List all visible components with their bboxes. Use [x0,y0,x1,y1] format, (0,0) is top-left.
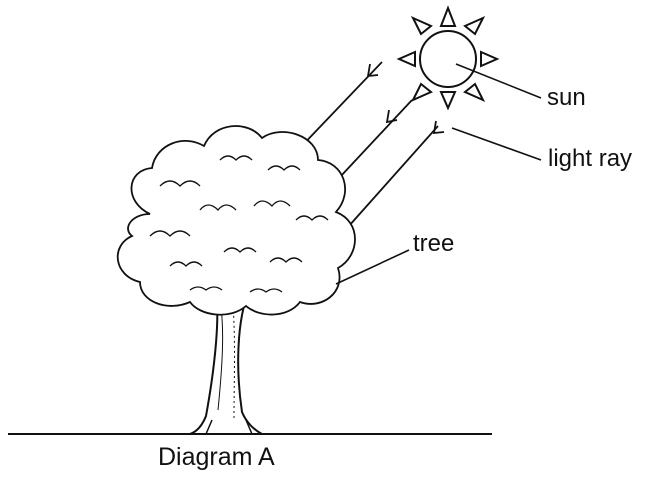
light-ray-leader-line [452,128,541,160]
sun-label: sun [547,86,586,110]
tree-label: tree [413,232,454,256]
diagram-caption: Diagram A [158,445,275,470]
light-ray-3 [340,121,444,236]
tree-canopy [118,126,355,315]
light-ray-1 [296,62,382,152]
sun-icon [399,8,497,108]
light-ray-label: light ray [548,147,632,171]
